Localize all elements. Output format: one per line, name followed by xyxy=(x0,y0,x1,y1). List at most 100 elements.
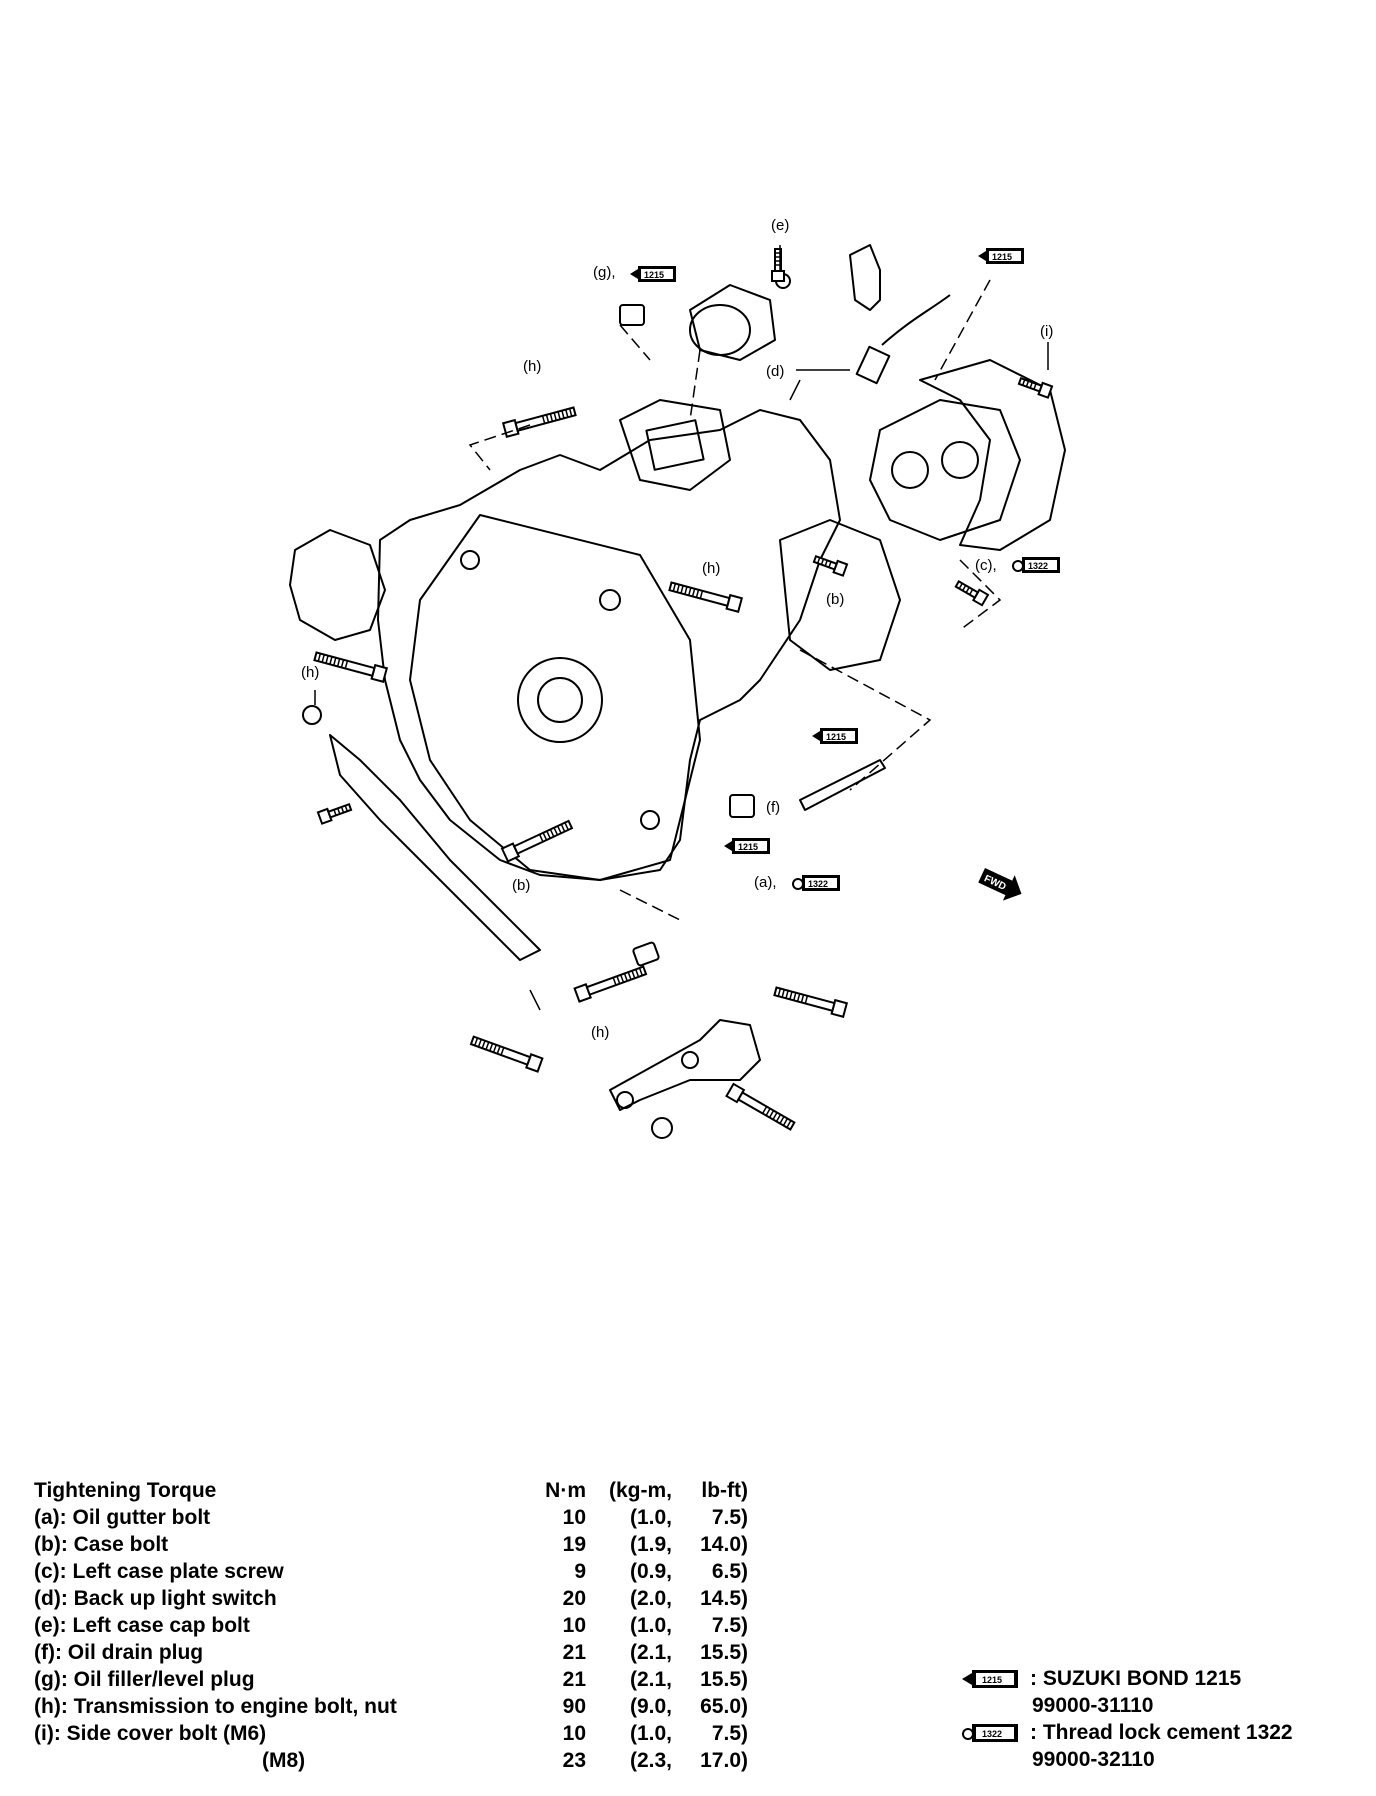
row-name: (i): Side cover bolt (M6) xyxy=(34,1722,267,1745)
drain-plug xyxy=(729,794,755,818)
svg-text:1215: 1215 xyxy=(738,842,758,852)
row-nm: 10 xyxy=(562,1722,586,1745)
tightening-torque-table: Tightening Torque N·m (kg-m, lb-ft) (a):… xyxy=(34,1477,748,1774)
row-kg: (2.1, xyxy=(629,1641,672,1664)
row-nm: 23 xyxy=(562,1749,586,1772)
svg-text:1215: 1215 xyxy=(982,1675,1002,1685)
row-name: (f): Oil drain plug xyxy=(34,1641,204,1664)
callout-d: (d) xyxy=(766,363,784,380)
row-kg: (1.9, xyxy=(629,1533,672,1556)
row-nm: 90 xyxy=(562,1695,586,1718)
thread-lock-icon: 1322 xyxy=(962,1723,1018,1742)
oil-gutter xyxy=(799,759,886,811)
row-lb: 15.5) xyxy=(700,1668,748,1691)
header-name: Tightening Torque xyxy=(34,1479,217,1502)
table-row: (M8) 23 (2.3, 17.0) xyxy=(34,1747,748,1774)
header-nm: N·m xyxy=(545,1479,586,1502)
table-row: (d): Back up light switch 20 (2.0, 14.5) xyxy=(34,1585,748,1612)
row-kg: (2.0, xyxy=(629,1587,672,1610)
bell-housing xyxy=(409,514,701,881)
callout-g: (g), xyxy=(593,264,616,281)
sealant-legend: 1215 : SUZUKI BOND 1215 99000-31110 1322… xyxy=(960,1665,1293,1773)
row-nm: 10 xyxy=(562,1614,586,1637)
callout-labels: (e) (g), (i) (h) (d) (h) (b) (c), (h) (f… xyxy=(301,217,1053,1041)
row-lb: 15.5) xyxy=(700,1641,748,1664)
callout-h-mid: (h) xyxy=(702,560,720,577)
row-name: (e): Left case cap bolt xyxy=(34,1614,250,1637)
legend-lock: 1322 : Thread lock cement 1322 xyxy=(960,1719,1293,1746)
legend-bond: 1215 : SUZUKI BOND 1215 xyxy=(960,1665,1293,1692)
callout-h-bottom: (h) xyxy=(591,1024,609,1041)
callout-c: (c), xyxy=(975,557,997,574)
row-nm: 9 xyxy=(574,1560,586,1583)
row-nm: 21 xyxy=(562,1641,586,1664)
row-name: (a): Oil gutter bolt xyxy=(34,1506,211,1529)
nut xyxy=(302,705,322,725)
row-kg: (0.9, xyxy=(629,1560,672,1583)
callout-i: (i) xyxy=(1040,323,1053,340)
sealant-tube-icon: 1215 xyxy=(962,1669,1018,1688)
svg-text:1322: 1322 xyxy=(808,879,828,889)
legend-lock-name: : Thread lock cement 1322 xyxy=(1030,1721,1293,1744)
row-name: (b): Case bolt xyxy=(34,1533,169,1556)
transmission-exploded-diagram: 1215 1215 1215 1215 1322 1322 FWD (e) (g… xyxy=(289,217,1066,1139)
filler-plug xyxy=(619,304,645,326)
clutch-cover-plate xyxy=(329,734,541,961)
row-name: (g): Oil filler/level plug xyxy=(34,1668,255,1691)
extension-housing xyxy=(779,519,901,671)
row-lb: 7.5) xyxy=(711,1506,748,1529)
row-name: (h): Transmission to engine bolt, nut xyxy=(34,1695,397,1718)
callout-h-top: (h) xyxy=(523,358,541,375)
callout-b-right: (b) xyxy=(826,591,844,608)
callout-a: (a), xyxy=(754,874,777,891)
table-header: Tightening Torque N·m (kg-m, lb-ft) xyxy=(34,1477,748,1504)
fwd-arrow: FWD xyxy=(978,868,1022,901)
row-name: (d): Back up light switch xyxy=(34,1587,277,1610)
row-kg: (2.1, xyxy=(629,1668,672,1691)
table-row: (i): Side cover bolt (M6) 10 (1.0, 7.5) xyxy=(34,1720,748,1747)
bolts xyxy=(312,248,1054,1134)
row-kg: (1.0, xyxy=(629,1614,672,1637)
row-name: (M8) xyxy=(262,1749,306,1772)
svg-text:1215: 1215 xyxy=(826,732,846,742)
left-case-gasket xyxy=(869,399,1021,541)
row-kg: (9.0, xyxy=(629,1695,672,1718)
row-lb: 7.5) xyxy=(711,1614,748,1637)
row-kg: (1.0, xyxy=(629,1722,672,1745)
legend-bond-part: 99000-31110 xyxy=(1032,1694,1154,1717)
row-nm: 10 xyxy=(562,1506,586,1529)
table-row: (e): Left case cap bolt 10 (1.0, 7.5) xyxy=(34,1612,748,1639)
header-lb: lb-ft) xyxy=(701,1479,748,1502)
table-row: (a): Oil gutter bolt 10 (1.0, 7.5) xyxy=(34,1504,748,1531)
row-name: (c): Left case plate screw xyxy=(34,1560,284,1583)
row-lb: 6.5) xyxy=(711,1560,748,1583)
callout-h-left: (h) xyxy=(301,664,319,681)
legend-bond-name: : SUZUKI BOND 1215 xyxy=(1030,1667,1242,1690)
callout-e: (e) xyxy=(771,217,789,234)
row-nm: 20 xyxy=(562,1587,586,1610)
transmission-case xyxy=(377,409,841,881)
legend-lock-part: 99000-32110 xyxy=(1032,1748,1155,1771)
sealant-tags: 1215 1215 1215 1215 1322 1322 xyxy=(630,248,1061,892)
svg-text:1322: 1322 xyxy=(1028,561,1048,571)
row-lb: 14.0) xyxy=(700,1533,748,1556)
row-lb: 14.5) xyxy=(700,1587,748,1610)
svg-text:1215: 1215 xyxy=(644,270,664,280)
svg-text:1215: 1215 xyxy=(992,252,1012,262)
input-shaft-bore xyxy=(517,657,603,743)
table-row: (b): Case bolt 19 (1.9, 14.0) xyxy=(34,1531,748,1558)
inspection-cover xyxy=(689,284,776,361)
row-kg: (1.0, xyxy=(629,1506,672,1529)
header-kg: (kg-m, xyxy=(609,1479,672,1502)
cover-o-ring xyxy=(689,304,751,356)
side-cover-gasket xyxy=(289,529,386,641)
row-lb: 7.5) xyxy=(711,1722,748,1745)
switch-bracket xyxy=(849,244,881,311)
left-case-cover xyxy=(919,359,1066,551)
row-kg: (2.3, xyxy=(629,1749,672,1772)
backup-light-switch xyxy=(855,345,891,385)
table-row: (c): Left case plate screw 9 (0.9, 6.5) xyxy=(34,1558,748,1585)
callout-b-lower: (b) xyxy=(512,877,530,894)
row-nm: 21 xyxy=(562,1668,586,1691)
row-lb: 65.0) xyxy=(700,1695,748,1718)
